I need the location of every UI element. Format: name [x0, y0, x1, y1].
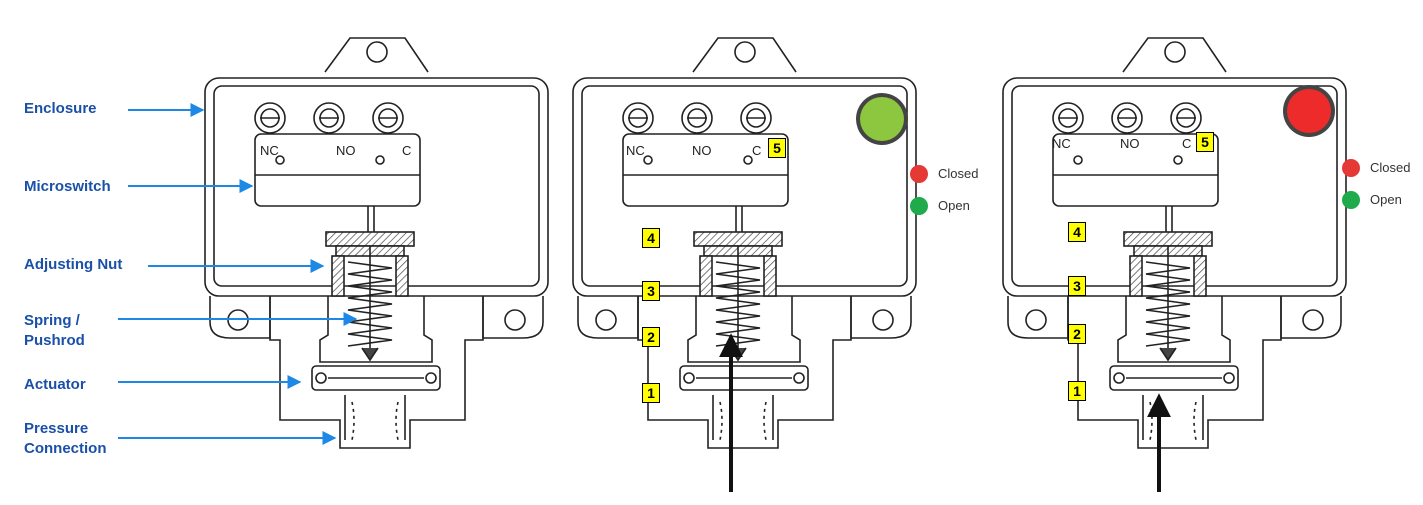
label-arrows — [118, 103, 358, 445]
step-5-right: 5 — [1196, 132, 1214, 152]
step-2-right: 2 — [1068, 324, 1086, 344]
step-1-right: 1 — [1068, 381, 1086, 401]
label-pressure-line2: Connection — [24, 440, 107, 457]
legend-closed-right: Closed — [1370, 160, 1411, 175]
step-3-middle: 3 — [642, 281, 660, 301]
switch-panel-labeled — [204, 37, 549, 449]
terminal-nc-1: NC — [260, 143, 279, 158]
terminal-c-1: C — [402, 143, 412, 158]
terminal-no-3: NO — [1120, 136, 1140, 151]
indicator-lamp-green — [860, 97, 904, 141]
legend-open-middle: Open — [938, 198, 970, 213]
step-5-middle: 5 — [768, 138, 786, 158]
label-adjusting-nut: Adjusting Nut — [24, 256, 123, 273]
legend-closed-dot-middle — [910, 165, 928, 183]
terminal-c-3: C — [1182, 136, 1192, 151]
legend-open-dot-right — [1342, 191, 1360, 209]
label-spring-line2: Pushrod — [24, 332, 85, 349]
terminal-no-1: NO — [336, 143, 356, 158]
terminal-no-2: NO — [692, 143, 712, 158]
label-microswitch: Microswitch — [24, 178, 111, 195]
step-3-right: 3 — [1068, 276, 1086, 296]
step-2-middle: 2 — [642, 327, 660, 347]
step-1-middle: 1 — [642, 383, 660, 403]
step-4-middle: 4 — [642, 228, 660, 248]
label-spring-line1: Spring / — [24, 312, 80, 329]
switch-panel-open — [572, 37, 917, 449]
indicator-lamp-red — [1287, 89, 1331, 133]
legend-open-dot-middle — [910, 197, 928, 215]
legend-closed-dot-right — [1342, 159, 1360, 177]
step-4-right: 4 — [1068, 222, 1086, 242]
legend-open-right: Open — [1370, 192, 1402, 207]
terminal-c-2: C — [752, 143, 762, 158]
label-actuator: Actuator — [24, 376, 86, 393]
label-enclosure: Enclosure — [24, 100, 97, 117]
label-pressure-line1: Pressure — [24, 420, 89, 437]
terminal-nc-3: NC — [1052, 136, 1071, 151]
terminal-nc-2: NC — [626, 143, 645, 158]
legend-closed-middle: Closed — [938, 166, 979, 181]
